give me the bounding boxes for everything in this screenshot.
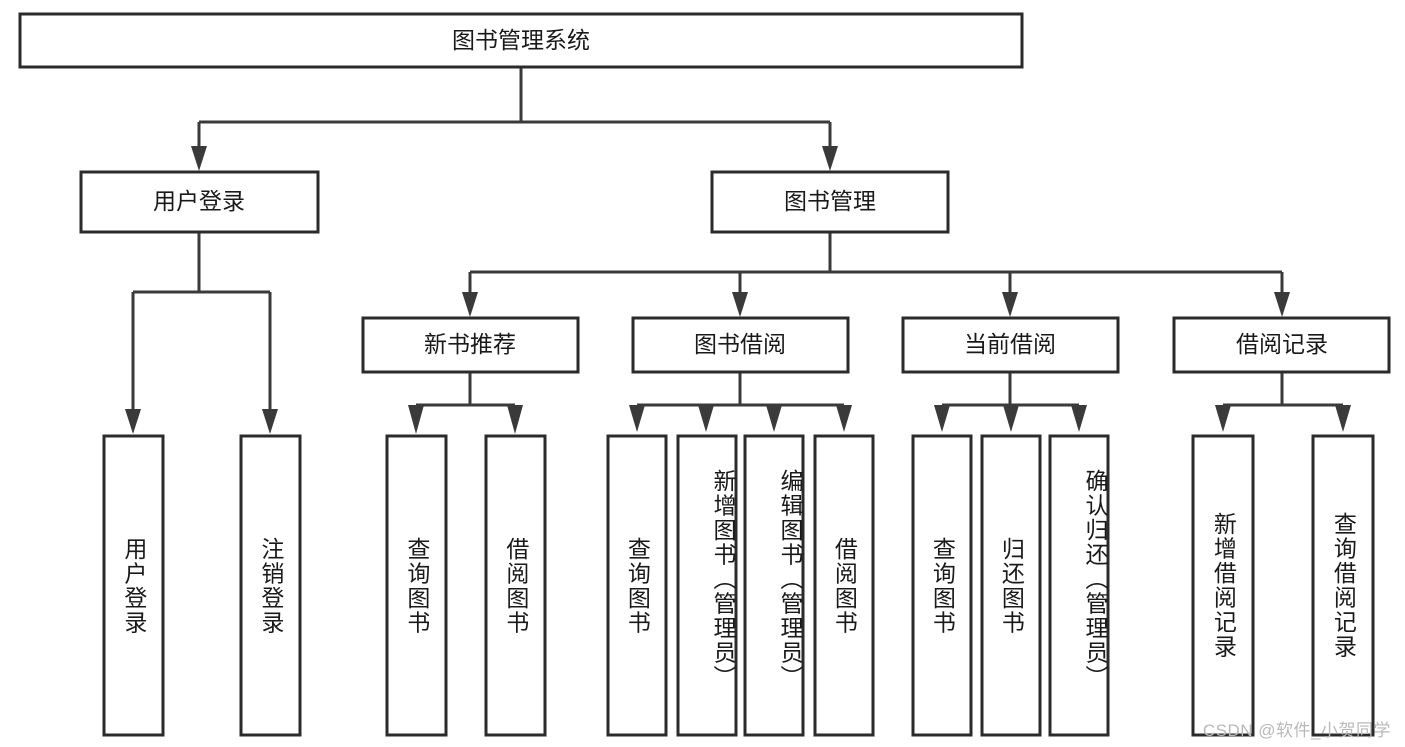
arrow-head-nbr-leaf-2 [507,405,523,434]
arrow-head-nbr-leaf-1 [408,405,424,434]
node-borrow-record-label: 借阅记录 [1236,331,1328,357]
node-new-book-recommend[interactable]: 新书推荐 [361,316,580,374]
leaf-box-new-book-recommend-2[interactable] [484,434,547,737]
leaf-box-borrow-record-1[interactable] [1191,434,1255,737]
arrow-head-br-leaf-2 [1335,405,1351,432]
node-user-login[interactable]: 用户登录 [79,170,320,234]
arrow-head-bb-leaf-3 [766,405,782,432]
arrow-head-br-leaf-1 [1215,405,1231,432]
leaf-box-book-borrow-4[interactable] [813,434,875,737]
node-root-system-label: 图书管理系统 [452,27,590,53]
node-user-login-box[interactable] [79,170,320,234]
arrow-head-new-book-recommend [462,292,478,317]
node-new-book-recommend-label: 新书推荐 [424,331,516,357]
node-current-borrow[interactable]: 当前借阅 [901,316,1120,374]
node-book-borrow[interactable]: 图书借阅 [631,316,850,374]
arrow-head-book-borrow [732,292,748,317]
arrow-head-current-borrow [1002,292,1018,317]
arrow-head-bb-leaf-4 [836,405,852,432]
node-new-book-recommend-box[interactable] [361,316,580,374]
node-book-manage-label: 图书管理 [784,188,876,214]
leaf-box-user-login-2[interactable] [239,434,302,737]
leaf-box-borrow-record-2[interactable] [1311,434,1375,737]
leaf-box-book-borrow-2[interactable] [676,434,738,737]
connector-group-new-book-recommend [408,372,523,434]
node-borrow-record[interactable]: 借阅记录 [1172,316,1391,374]
leaf-box-user-login-1[interactable] [102,434,165,737]
node-current-borrow-box[interactable] [901,316,1120,374]
csdn-watermark: CSDN @软件_小贺同学 [1202,721,1391,740]
connector-group-current-borrow [934,372,1087,432]
arrow-head-cb-leaf-1 [934,405,950,432]
connector-group-user-login [125,232,278,434]
node-current-borrow-label: 当前借阅 [964,331,1056,357]
arrow-head-cb-leaf-3 [1071,405,1087,432]
node-root-system[interactable]: 图书管理系统 [18,12,1024,69]
node-book-manage-box[interactable] [710,170,950,234]
arrow-head-bb-leaf-1 [629,405,645,432]
node-user-login-label: 用户登录 [153,188,245,214]
connector-group-book-manage [462,232,1290,317]
arrow-head-borrow-record [1274,292,1290,317]
node-root-system-box[interactable] [18,12,1024,69]
node-book-manage[interactable]: 图书管理 [710,170,950,234]
leaf-box-new-book-recommend-1[interactable] [385,434,448,737]
connector-group-book-borrow [629,372,852,432]
connector-group-borrow-record [1215,372,1351,432]
leaf-box-current-borrow-3[interactable] [1048,434,1110,737]
arrow-head-cb-leaf-2 [1003,405,1019,432]
arrow-head-user-login-leaf-1 [125,409,141,434]
arrow-head-bb-leaf-2 [698,405,714,432]
node-book-borrow-box[interactable] [631,316,850,374]
arrow-head-user-login [191,146,207,171]
node-book-borrow-label: 图书借阅 [694,331,786,357]
leaf-box-current-borrow-2[interactable] [980,434,1042,737]
arrow-head-book-manage [822,146,838,171]
connector-group-root [191,67,838,171]
leaf-box-book-borrow-1[interactable] [606,434,668,737]
leaf-box-current-borrow-1[interactable] [911,434,973,737]
arrow-head-user-login-leaf-2 [262,409,278,434]
node-borrow-record-box[interactable] [1172,316,1391,374]
leaf-box-book-borrow-3[interactable] [743,434,805,737]
